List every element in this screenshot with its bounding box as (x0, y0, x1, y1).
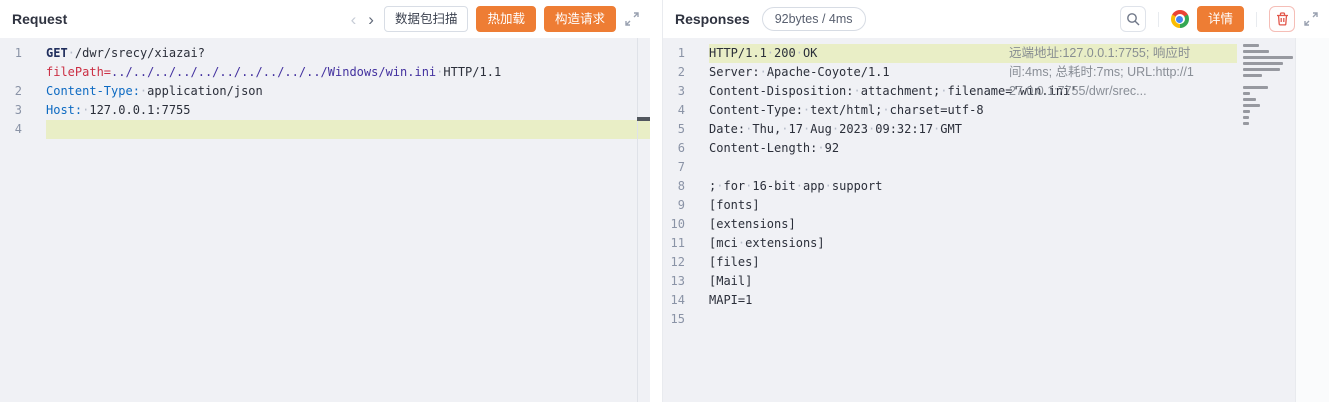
line-number: 15 (670, 312, 685, 326)
line-number: 4 (14, 122, 22, 136)
response-scrollbar-track[interactable] (1295, 38, 1329, 402)
search-button[interactable] (1119, 6, 1146, 32)
line-content (46, 120, 650, 139)
minimap-line (1243, 74, 1262, 77)
line-content: Host:·127.0.0.1:7755 (46, 103, 191, 117)
line-content: Content-Type:·application/json (46, 84, 263, 98)
fullscreen-icon[interactable] (1303, 11, 1319, 27)
code-line[interactable]: 1 GET·/dwr/srecy/xiazai?filePath=../../..… (0, 44, 650, 82)
cursor-position-marker (637, 117, 650, 121)
code-line[interactable]: 3 Host:·127.0.0.1:7755 (0, 101, 650, 120)
line-content: MAPI=1 (709, 293, 753, 307)
fullscreen-icon[interactable] (624, 11, 640, 27)
line-number: 9 (677, 198, 685, 212)
minimap-line (1243, 122, 1249, 125)
code-line[interactable]: 2 Content-Type:·application/json (0, 82, 650, 101)
line-number: 2 (14, 84, 22, 98)
code-line[interactable]: 4 (0, 120, 650, 139)
response-header: Responses 92bytes / 4ms 详情 (663, 0, 1329, 38)
minimap-line (1243, 56, 1293, 59)
response-editor[interactable]: 1 HTTP/1.1·200·OK 2 Server:·Apache-Coyote/1… (663, 38, 1329, 402)
packet-scan-button[interactable]: 数据包扫描 (383, 6, 469, 32)
line-number: 8 (677, 179, 685, 193)
code-line[interactable]: 7 (663, 158, 1329, 177)
line-content (709, 310, 1237, 329)
line-content: HTTP/1.1·200·OK (709, 44, 1237, 63)
line-content: [files] (709, 255, 760, 269)
code-line[interactable]: 12 [files] (663, 253, 1329, 272)
code-line[interactable]: 4 Content-Type:·text/html;·charset=utf-8 (663, 101, 1329, 120)
divider (1256, 11, 1257, 27)
minimap-line (1243, 98, 1256, 101)
line-content: Content-Disposition:·attachment;·filenam… (709, 84, 1078, 98)
code-line[interactable]: 5 Date:·Thu,·17·Aug·2023·09:32:17·GMT (663, 120, 1329, 139)
code-line[interactable]: 15 (663, 310, 1329, 329)
code-line[interactable]: 6 Content-Length:·92 (663, 139, 1329, 158)
line-content: ;·for·16-bit·app·support (709, 179, 883, 193)
minimap-line (1243, 104, 1260, 107)
response-panel: Responses 92bytes / 4ms 详情 (662, 0, 1329, 402)
minimap-line (1243, 44, 1259, 47)
line-number: 11 (670, 236, 685, 250)
line-content: [extensions] (709, 217, 796, 231)
line-content: Content-Type:·text/html;·charset=utf-8 (709, 103, 984, 117)
response-size-badge: 92bytes / 4ms (761, 7, 866, 31)
line-content: Content-Length:·92 (709, 141, 840, 155)
minimap-line (1243, 116, 1249, 119)
minimap-line (1243, 110, 1250, 113)
line-number: 10 (670, 217, 685, 231)
line-content: Server:·Apache-Coyote/1.1 (709, 65, 890, 79)
hot-reload-button[interactable]: 热加载 (476, 6, 536, 32)
build-request-button[interactable]: 构造请求 (543, 6, 616, 32)
minimap-line (1243, 86, 1268, 89)
line-number: 7 (677, 160, 685, 174)
line-number: 3 (677, 84, 685, 98)
line-number: 13 (670, 274, 685, 288)
line-number: 3 (14, 103, 22, 117)
code-line[interactable]: 13 [Mail] (663, 272, 1329, 291)
code-line[interactable]: 8 ;·for·16-bit·app·support (663, 177, 1329, 196)
minimap-line (1243, 92, 1250, 95)
minimap-line (1243, 68, 1280, 71)
chrome-icon[interactable] (1170, 10, 1189, 28)
line-number: 1 (677, 46, 685, 60)
code-line[interactable]: 10 [extensions] (663, 215, 1329, 234)
line-number: 2 (677, 65, 685, 79)
line-number: 1 (14, 46, 22, 60)
line-number: 5 (677, 122, 685, 136)
line-content: [Mail] (709, 274, 753, 288)
response-panel-title: Responses (675, 11, 750, 27)
line-content: [mci·extensions] (709, 236, 825, 250)
response-minimap[interactable] (1243, 44, 1295, 134)
divider (1157, 11, 1159, 27)
detail-button[interactable]: 详情 (1196, 6, 1244, 32)
request-panel: Request ‹ › 数据包扫描 热加载 构造请求 1 GET·/dwr/sre… (0, 0, 650, 402)
line-content: [fonts] (709, 198, 760, 212)
minimap-line (1243, 62, 1283, 65)
code-line[interactable]: 2 Server:·Apache-Coyote/1.1 (663, 63, 1329, 82)
code-line[interactable]: 11 [mci·extensions] (663, 234, 1329, 253)
history-next-icon[interactable]: › (368, 9, 374, 29)
delete-button[interactable] (1269, 6, 1295, 32)
code-line[interactable]: 1 HTTP/1.1·200·OK (663, 44, 1329, 63)
minimap-line (1243, 50, 1269, 53)
line-content: Date:·Thu,·17·Aug·2023·09:32:17·GMT (709, 122, 962, 136)
code-line[interactable]: 9 [fonts] (663, 196, 1329, 215)
code-line[interactable]: 3 Content-Disposition:·attachment;·filena… (663, 82, 1329, 101)
line-number: 14 (670, 293, 685, 307)
trash-icon (1276, 12, 1288, 26)
line-number: 12 (670, 255, 685, 269)
line-number: 6 (677, 141, 685, 155)
history-prev-icon[interactable]: ‹ (350, 9, 357, 29)
line-content: GET·/dwr/srecy/xiazai?filePath=../../../… (46, 46, 502, 79)
request-header: Request ‹ › 数据包扫描 热加载 构造请求 (0, 0, 650, 38)
request-scrollbar[interactable] (637, 38, 650, 402)
line-content (709, 158, 1237, 177)
request-panel-title: Request (12, 11, 68, 27)
code-line[interactable]: 14 MAPI=1 (663, 291, 1329, 310)
bottom-strip (0, 402, 1329, 411)
line-number: 4 (677, 103, 685, 117)
search-icon (1127, 13, 1140, 26)
request-editor[interactable]: 1 GET·/dwr/srecy/xiazai?filePath=../../..… (0, 38, 650, 402)
